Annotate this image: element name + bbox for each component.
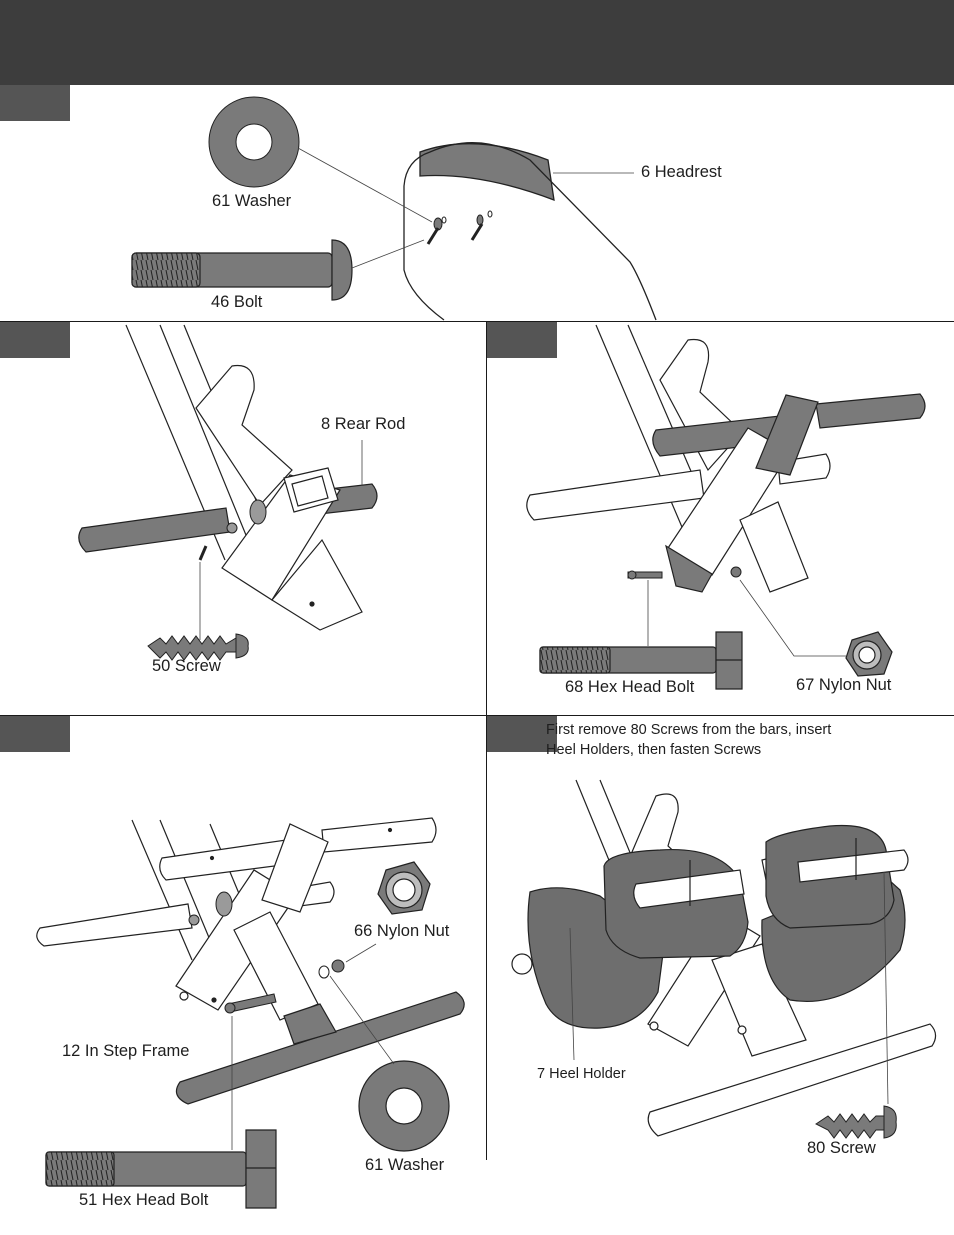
instruction-note: First remove 80 Screws from the bars, in… [546, 720, 831, 760]
step-marker-1 [0, 85, 70, 121]
footbar-5 [647, 1023, 937, 1137]
headrest-icon [403, 142, 657, 321]
leader-lines-2 [199, 440, 363, 640]
screw-50-small-icon [198, 545, 208, 561]
label-6-headrest: 6 Headrest [641, 163, 722, 181]
label-68-hex-head-bolt: 68 Hex Head Bolt [565, 678, 695, 696]
header-bar [0, 0, 954, 85]
label-46-bolt: 46 Bolt [211, 293, 263, 311]
spring-4 [188, 891, 233, 926]
hex-bolt-68-small-icon [627, 566, 742, 580]
nylon-nut-67-icon [845, 631, 893, 677]
instruction-line-2: Heel Holders, then fasten Screws [546, 742, 762, 758]
step-marker-2 [0, 322, 70, 358]
washer-nut-small-icon [318, 959, 345, 979]
hex-bolt-51-icon [45, 1129, 277, 1209]
headrest-bolts-icon [426, 210, 493, 245]
label-12-in-step-frame: 12 In Step Frame [62, 1042, 190, 1060]
step-marker-4 [0, 716, 70, 752]
bracket-plate-2 [195, 364, 293, 506]
label-61-washer: 61 Washer [212, 192, 292, 210]
heel-rods-5 [633, 838, 909, 909]
step-marker-3 [487, 322, 557, 358]
rods-4 [36, 817, 437, 947]
rods-3 [526, 393, 926, 521]
divider-1 [0, 321, 954, 322]
label-66-nylon-nut: 66 Nylon Nut [354, 922, 450, 940]
rear-rod-icon [78, 483, 378, 553]
square-tube-4 [175, 823, 329, 1021]
screw-50-icon [147, 633, 249, 661]
divider-2 [0, 715, 954, 716]
washer-61-lower-icon [358, 1060, 450, 1152]
label-50-screw: 50 Screw [152, 657, 221, 675]
label-51-hex-head-bolt: 51 Hex Head Bolt [79, 1191, 209, 1209]
step-marker-5 [487, 716, 557, 752]
label-67-nylon-nut: 67 Nylon Nut [796, 676, 892, 694]
leader-lines-5 [569, 871, 889, 1105]
spring-2 [226, 499, 267, 534]
washer-61-icon [208, 96, 300, 188]
hex-bolt-51-small-icon [224, 993, 277, 1014]
nylon-nut-66-icon [377, 861, 431, 915]
instruction-line-1: First remove 80 Screws from the bars, in… [546, 722, 832, 738]
hex-bolt-68-icon [539, 631, 743, 690]
leader-lines-3 [647, 579, 846, 657]
screw-80-icon [815, 1105, 897, 1139]
in-step-frame-icon [175, 991, 465, 1105]
label-7-heel-holder: 7 Heel Holder [537, 1066, 626, 1082]
divider-vertical [486, 322, 487, 1160]
label-80-screw: 80 Screw [807, 1139, 876, 1157]
square-tube-2 [221, 467, 363, 631]
leader-lines-1 [297, 147, 634, 269]
label-61-washer-lower: 61 Washer [365, 1156, 445, 1174]
square-tube-3 [665, 394, 819, 593]
label-8-rear-rod: 8 Rear Rod [321, 415, 406, 433]
bolt-46-icon [131, 239, 353, 301]
leader-lines-4 [231, 943, 395, 1150]
